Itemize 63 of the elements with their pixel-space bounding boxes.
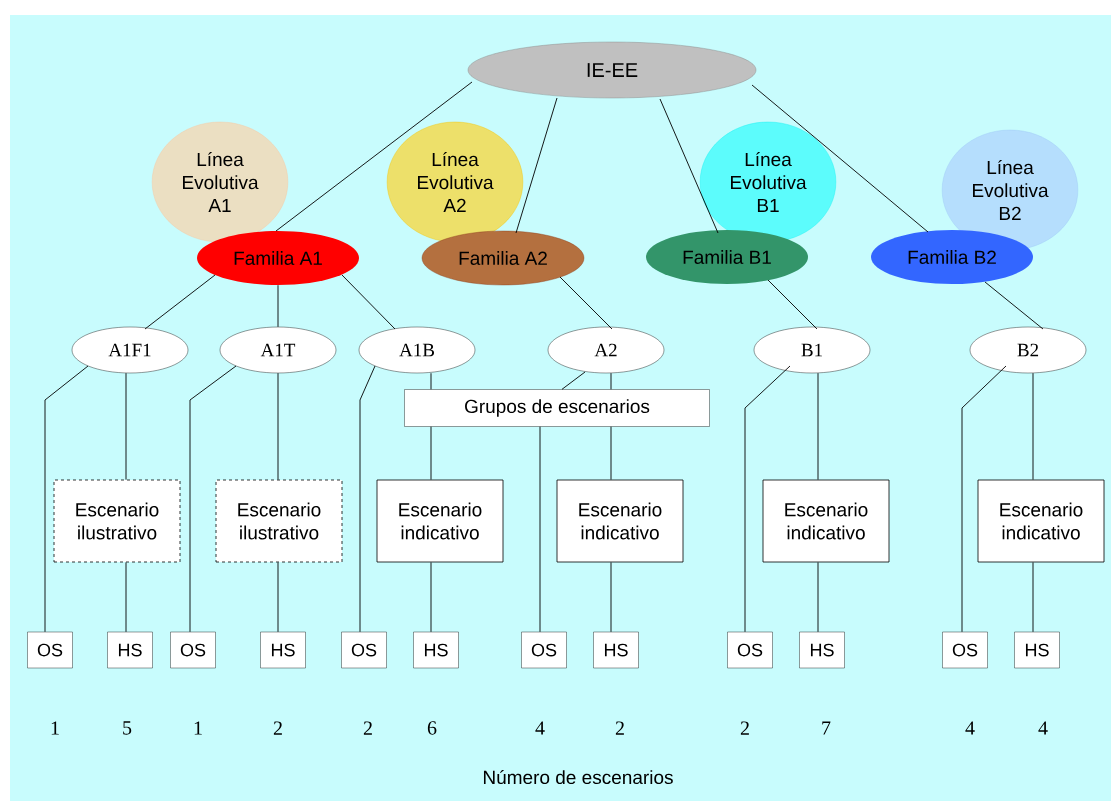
connector-line — [277, 372, 279, 481]
connector-line — [275, 81, 473, 232]
output-box: OS — [942, 631, 988, 669]
count-label: 2 — [740, 721, 749, 735]
output-box: HS — [593, 631, 639, 669]
scenario-box: Escenario indicativo — [977, 479, 1105, 563]
output-box: OS — [341, 631, 387, 669]
count-label: 4 — [535, 721, 545, 735]
connector-line — [277, 561, 279, 633]
connector-line — [277, 284, 279, 328]
output-box: HS — [799, 631, 845, 669]
axis-caption: Número de escenarios — [484, 769, 673, 785]
count-label: 2 — [363, 721, 372, 735]
connector-line — [610, 561, 612, 633]
count-label: 2 — [273, 721, 282, 735]
connector-line — [659, 98, 719, 234]
connector-line — [430, 426, 432, 481]
count-label: 7 — [822, 721, 831, 735]
connector-line — [144, 274, 216, 330]
connector-line — [539, 426, 541, 633]
count-label: 1 — [51, 721, 59, 735]
scenario-box: Escenario ilustrativo — [215, 479, 343, 563]
connector-line — [515, 97, 558, 234]
connector-line — [767, 279, 818, 330]
output-box: OS — [727, 631, 773, 669]
connector-line — [559, 276, 613, 330]
connector-line — [125, 561, 127, 633]
count-label: 1 — [194, 721, 202, 735]
count-label: 2 — [615, 721, 624, 735]
connector-line — [125, 372, 127, 481]
count-label: 4 — [1038, 721, 1048, 735]
scenario-box: Escenario ilustrativo — [53, 479, 181, 563]
connector-line — [744, 365, 791, 633]
connector-line — [430, 372, 432, 390]
connector-line — [817, 372, 819, 481]
output-box: OS — [521, 631, 567, 669]
connector-line — [561, 371, 586, 390]
connector-line — [751, 84, 929, 233]
output-box: HS — [413, 631, 459, 669]
connector-line — [189, 365, 237, 633]
output-box: HS — [260, 631, 306, 669]
count-label: 5 — [123, 721, 132, 735]
output-box: OS — [170, 631, 216, 669]
connector-line — [817, 561, 819, 633]
connector-line — [610, 372, 612, 390]
connector-line — [430, 561, 432, 633]
connector-line — [341, 274, 396, 330]
output-box: HS — [1014, 631, 1060, 669]
connector-line — [984, 281, 1044, 330]
connector-line — [610, 426, 612, 481]
count-label: 4 — [965, 721, 975, 735]
scenario-box: Escenario indicativo — [556, 479, 684, 563]
count-label: 6 — [427, 721, 437, 735]
connector-line — [1032, 561, 1034, 633]
connector-line — [359, 365, 376, 633]
group-box: Grupos de escenarios — [404, 389, 710, 427]
connector-line — [961, 365, 1007, 633]
scenario-box: Escenario indicativo — [762, 479, 890, 563]
output-box: HS — [107, 631, 153, 669]
scenario-box: Escenario indicativo — [376, 479, 504, 563]
output-box: OS — [27, 631, 73, 669]
connector-line — [44, 365, 89, 633]
connector-line — [1032, 372, 1034, 481]
